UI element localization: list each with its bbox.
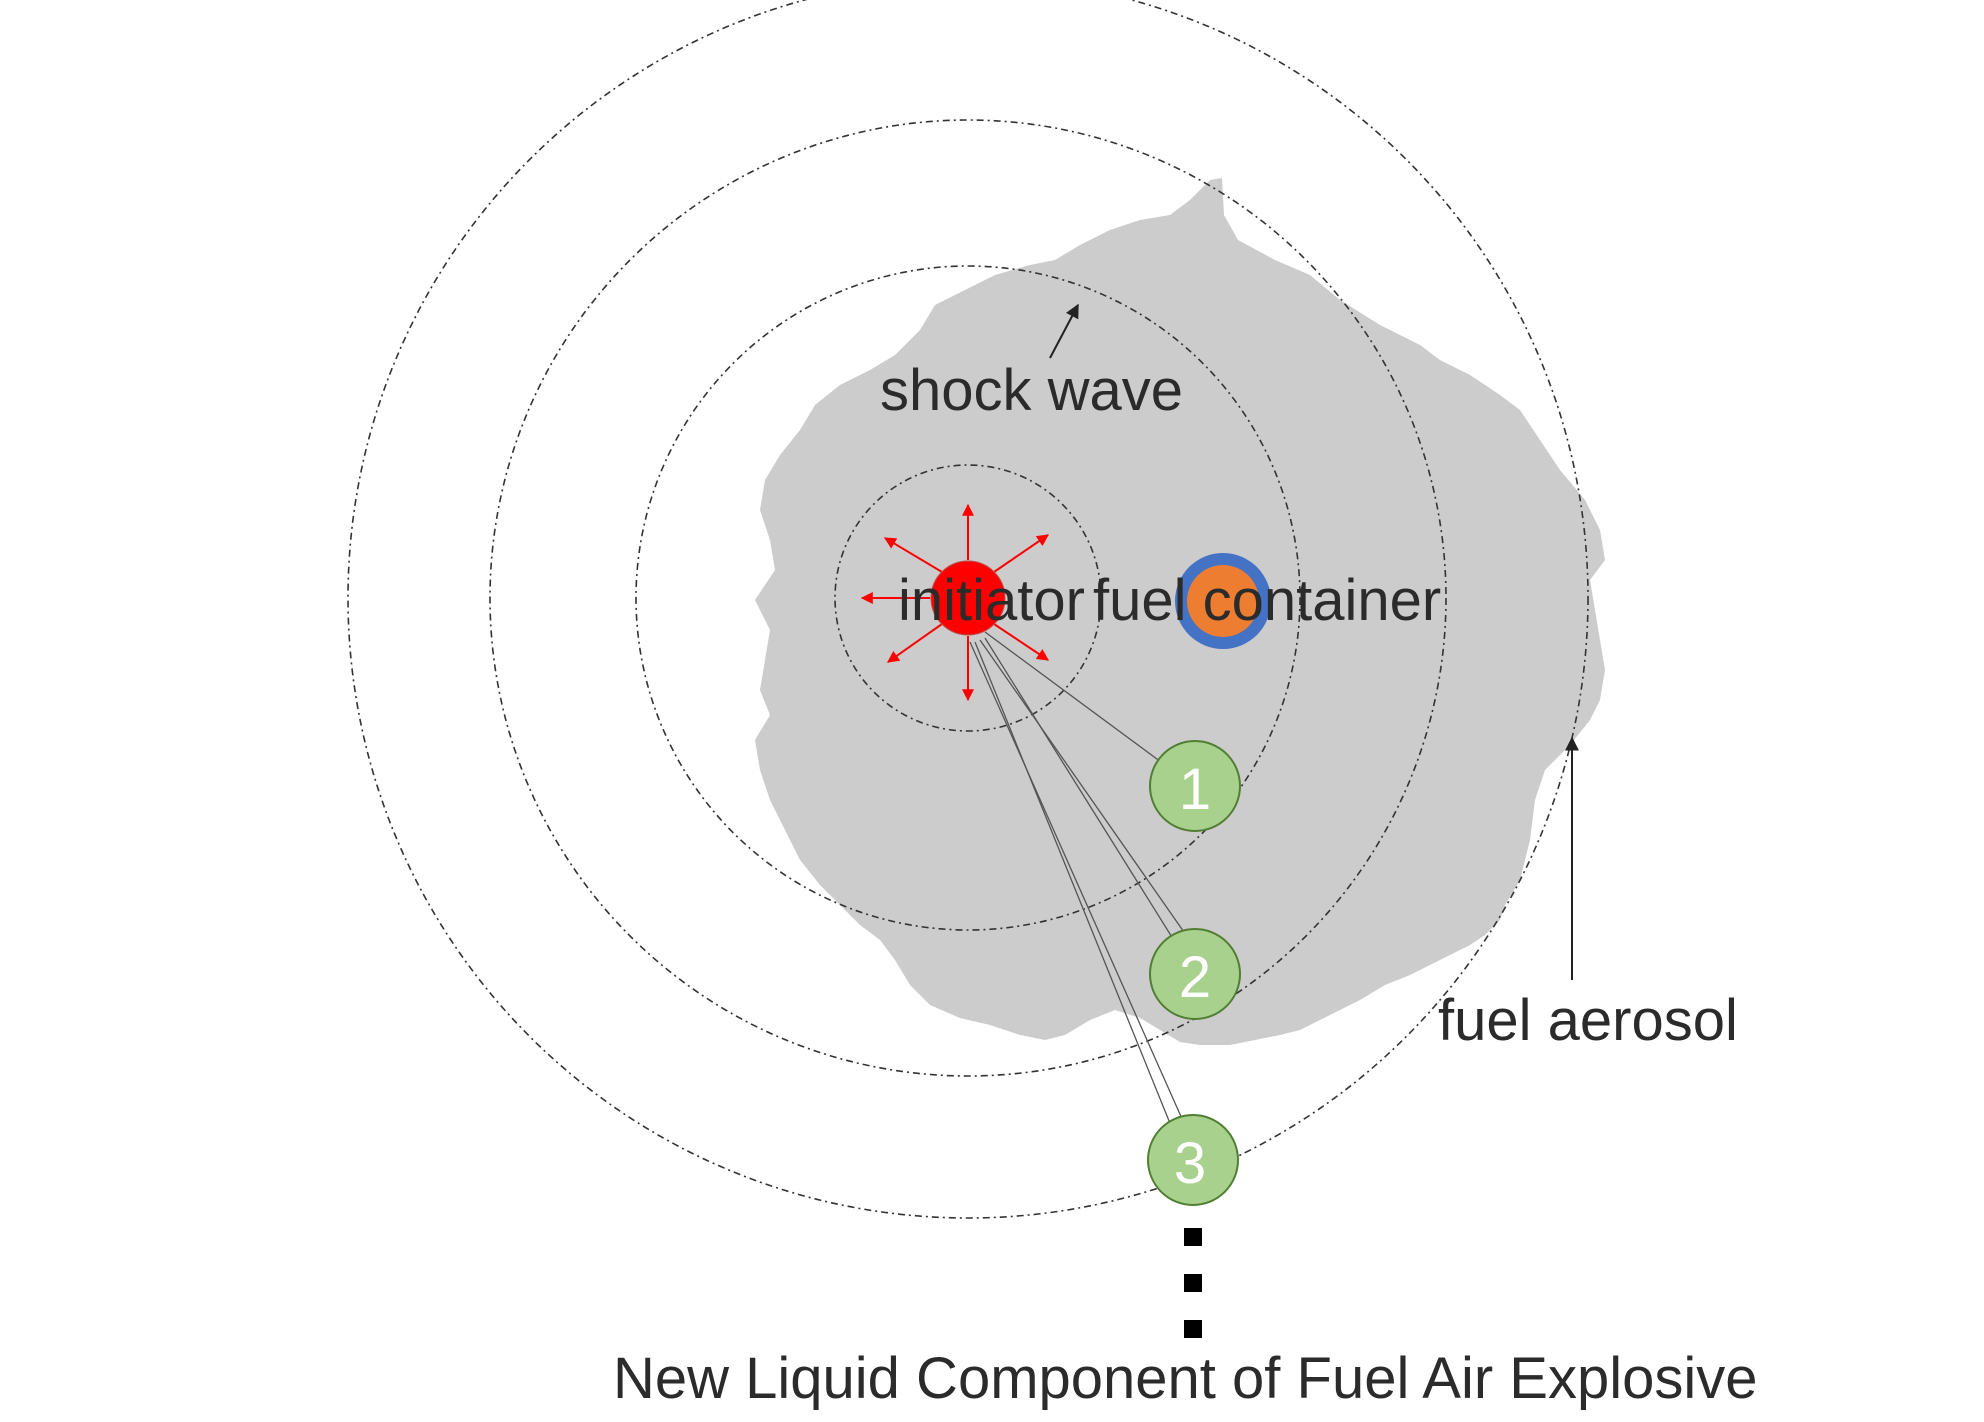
continuation-dot-3 [1184,1320,1202,1338]
component-1-circle [1149,740,1241,832]
initiator-arrow-upright [993,534,1049,573]
component-3-circle [1147,1114,1239,1206]
continuation-dot-2 [1184,1274,1202,1292]
shock-wave-circle-3 [489,119,1447,1077]
connector-line-2b [979,639,1201,956]
fuel-container-core [1187,565,1259,637]
component-2: 2 [1149,928,1241,1020]
continuation-dot-1 [1184,1228,1202,1246]
diagram-caption: New Liquid Component of Fuel Air Explosi… [613,1346,1757,1411]
connector-lines [969,631,1201,1149]
shock-wave-circle-2 [635,265,1301,931]
component-3: 3 [1147,1114,1239,1206]
initiator-circle [930,560,1006,636]
shock-wave-circle-4 [347,0,1589,1219]
initiator-arrows [860,503,1049,702]
fuel-container-label: fuel container [1093,568,1441,633]
component-3-number: 3 [1174,1131,1206,1196]
initiator-label: initiator [898,568,1085,633]
fuel-aerosol-label: fuel aerosol [1438,988,1738,1053]
connector-line-1 [984,631,1166,766]
continuation-dots [1184,1228,1202,1338]
component-2-circle [1149,928,1241,1020]
shock-wave-circles [347,0,1589,1219]
initiator-arrow-downleft [887,623,943,663]
connector-line-2 [984,637,1186,959]
connector-line-3 [974,641,1181,1149]
connector-line-3b [969,641,1196,1149]
component-2-number: 2 [1179,945,1211,1010]
initiator-arrow-downright [993,623,1049,661]
shock-wave-pointer-arrow [1049,303,1079,359]
shock-wave-label: shock wave [880,358,1183,423]
initiator-arrow-upleft [883,537,943,573]
component-1-number: 1 [1179,757,1211,822]
shock-wave-circle-1 [834,464,1102,732]
component-1: 1 [1149,740,1241,832]
